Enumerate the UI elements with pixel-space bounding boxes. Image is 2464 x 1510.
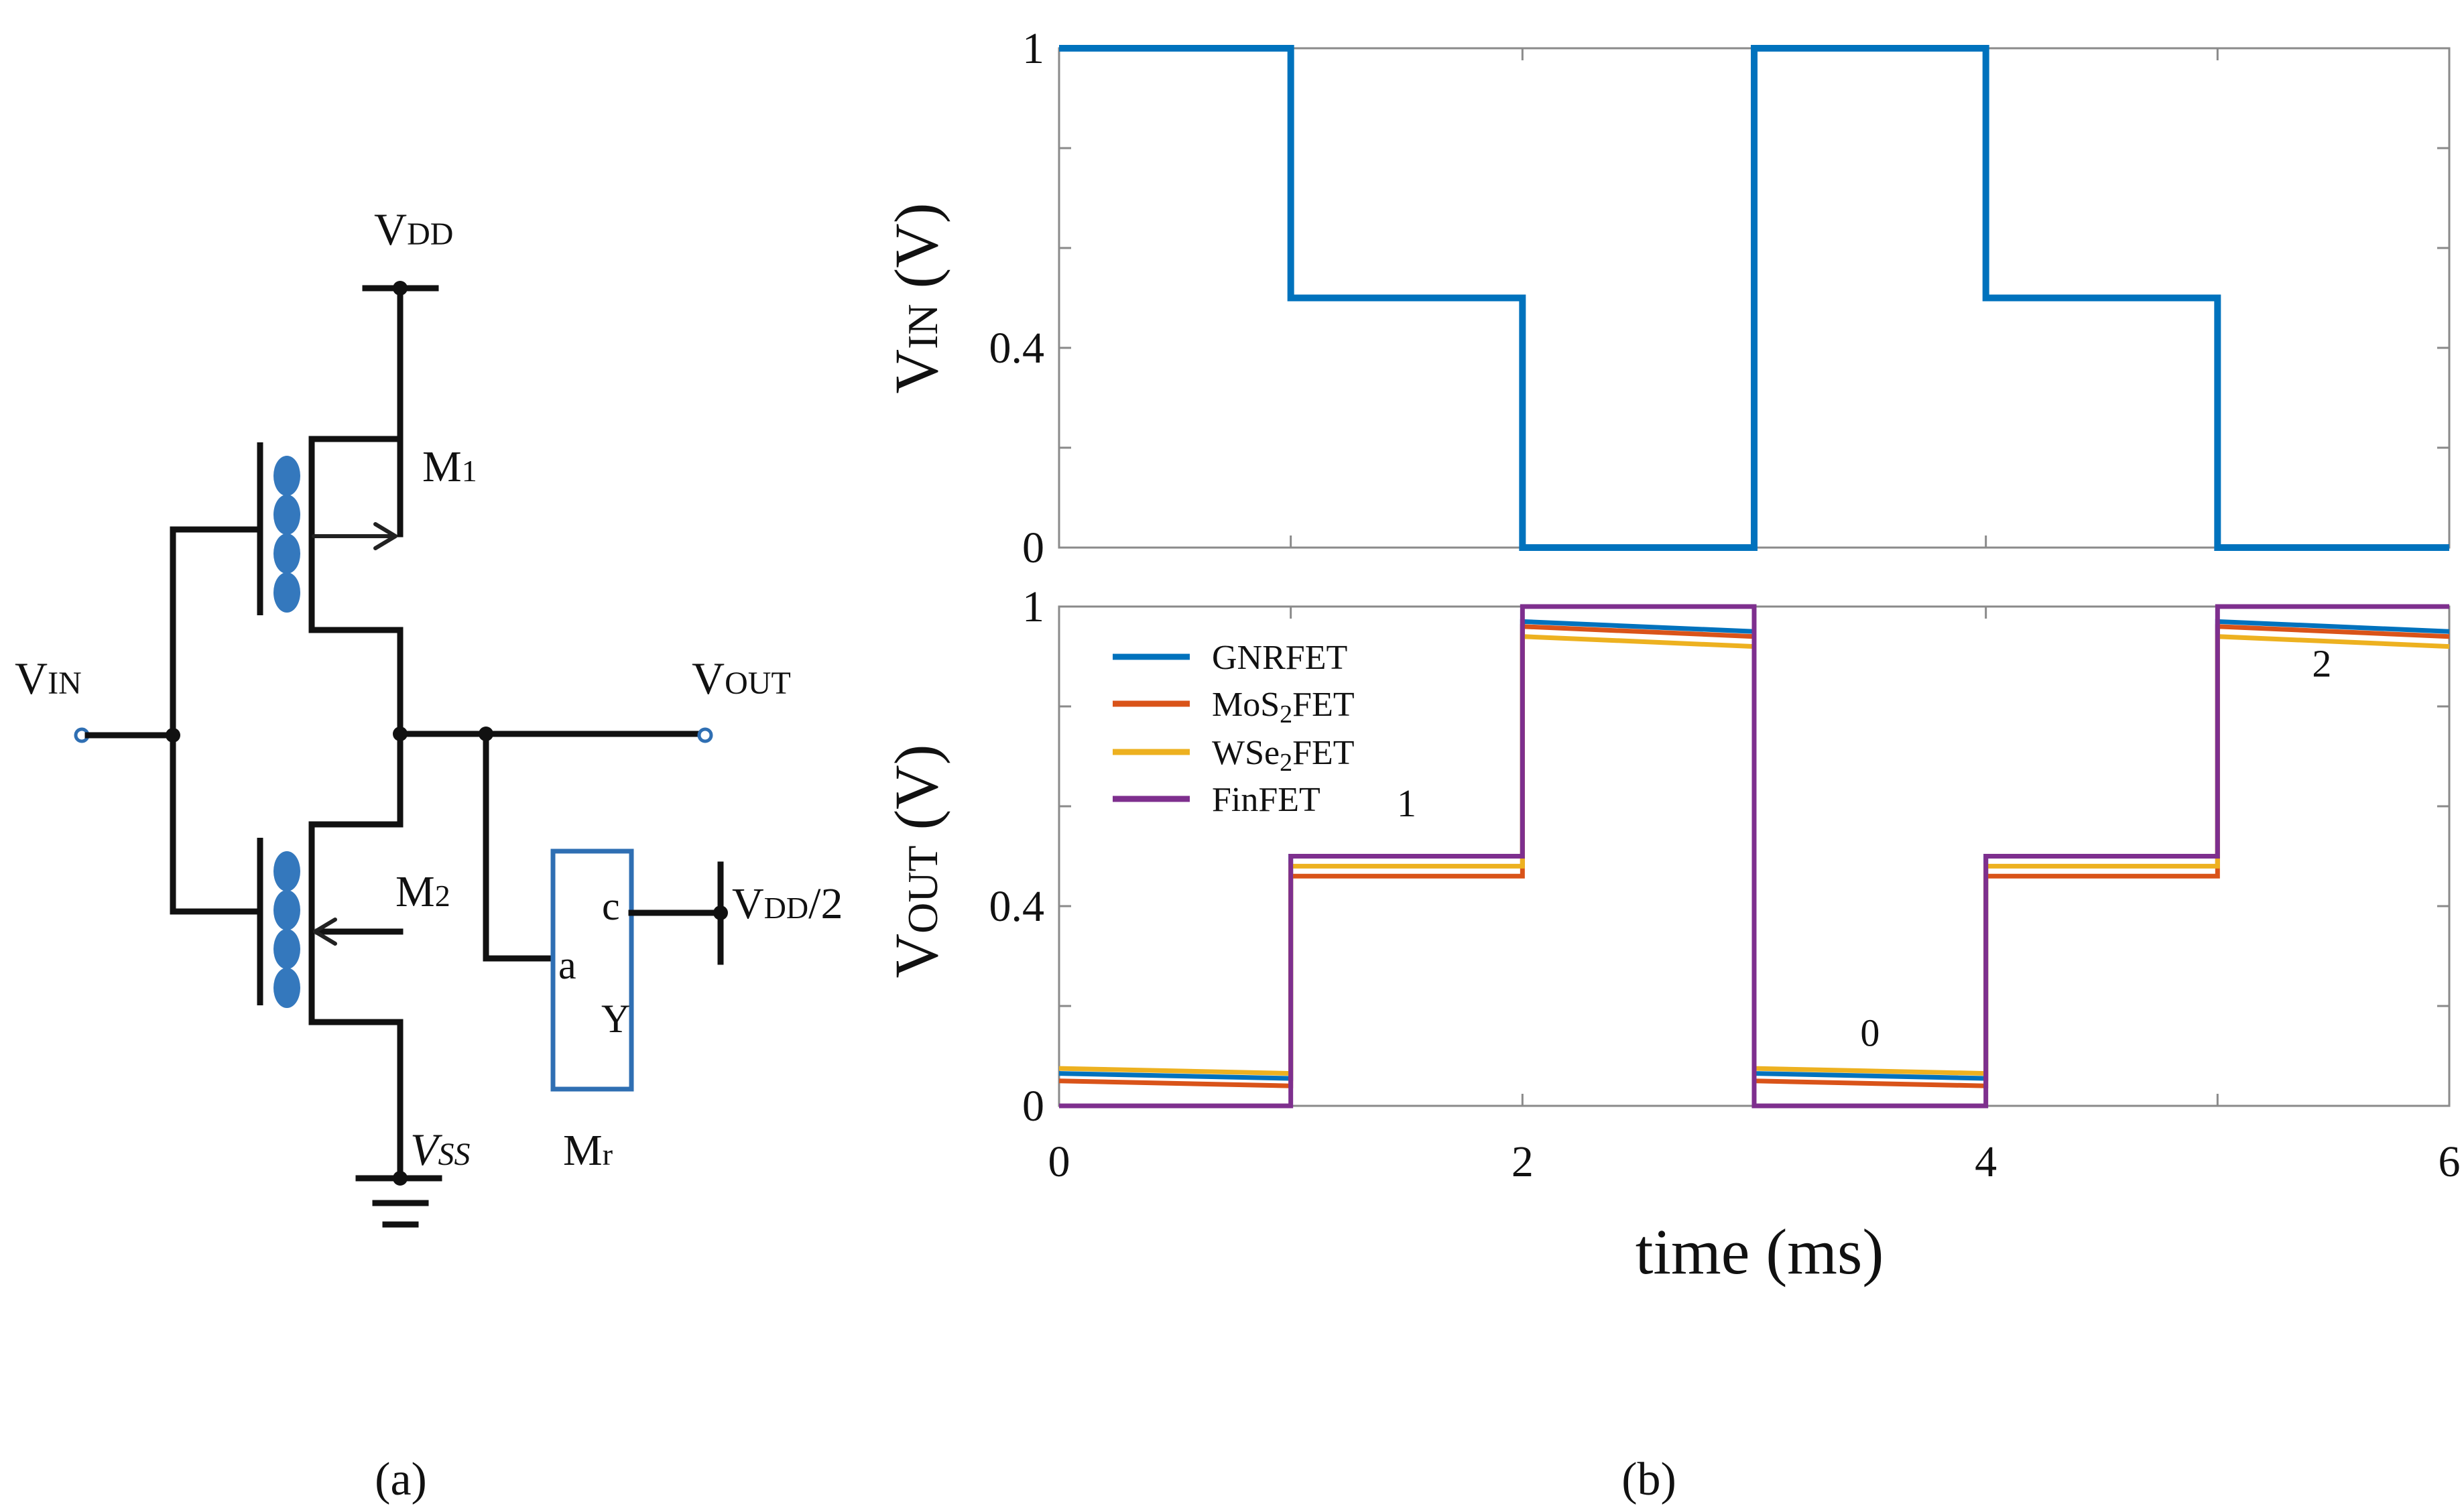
vss-node [393, 1171, 408, 1186]
y-tick-label: 0 [1022, 523, 1044, 572]
legend-label-mos2fet: MoS2FET [1212, 686, 1355, 729]
y-tick-label: 0.4 [989, 324, 1045, 373]
y-tick-label: 1 [1022, 24, 1044, 73]
mr-pin-y: Y [601, 997, 630, 1041]
top-plot-ytick-labels: 00.41 [989, 24, 1045, 572]
bottom-plot-xtick-labels: 0 2 4 6 [1048, 1137, 2461, 1186]
m1-cnt-channel [273, 456, 300, 613]
bottom-ylabel: VOUT (V) [882, 745, 950, 979]
panel-b-caption: (b) [1621, 1454, 1676, 1505]
mr-pin-a: a [558, 943, 576, 987]
legend: GNRFET MoS2FET WSe2FET FinFET [1113, 639, 1355, 819]
bottom-plot-annotations: 1 2 0 [1397, 641, 2331, 1054]
bottom-plot-series [1058, 604, 2450, 1109]
legend-label-wse2fet: WSe2FET [1212, 734, 1355, 777]
mr-pin-c: c [602, 884, 620, 928]
y-tick-label: 1 [1022, 582, 1044, 631]
x-axis-label: time (ms) [1636, 1216, 1884, 1287]
state-annotation: 0 [1860, 1011, 1880, 1055]
state-annotation: 2 [2312, 641, 2331, 685]
legend-wse2fet: WSe2FET [1113, 734, 1355, 777]
vout-label: VOUT [692, 653, 791, 704]
top-ylabel: VIN (V) [882, 203, 950, 394]
vdd2-label: VDD/2 [732, 879, 843, 928]
x-tick-label: 0 [1048, 1137, 1070, 1186]
top-plot-series [1059, 45, 2449, 551]
top-plot: 00.41 VIN (V) [882, 24, 2451, 572]
bottom-plot-ytick-labels: 00.41 [989, 582, 1045, 1131]
series-line-finfet [1059, 604, 2449, 1109]
mr-label: Mr [563, 1126, 613, 1175]
m2-cnt-channel [273, 851, 300, 1008]
circuit-diagram: VDD VIN VOUT VSS M1 M2 Mr VDD/2 a c Y (a… [15, 204, 843, 1505]
legend-label-gnrfet: GNRFET [1212, 639, 1347, 677]
y-tick-label: 0.4 [989, 882, 1045, 931]
x-tick-label: 2 [1512, 1137, 1534, 1186]
legend-gnrfet: GNRFET [1113, 639, 1347, 677]
m1-source-arrow [312, 522, 397, 550]
legend-finfet: FinFET [1113, 781, 1320, 819]
legend-mos2fet: MoS2FET [1113, 686, 1355, 729]
vin-label: VIN [15, 653, 82, 704]
panel-a-caption: (a) [375, 1454, 427, 1505]
state-annotation: 1 [1397, 781, 1416, 825]
m1-label: M1 [422, 442, 477, 491]
vdd-label: VDD [374, 204, 453, 255]
vin-series-line [1059, 45, 2449, 551]
vss-label: VSS [410, 1124, 471, 1175]
mr-block [550, 848, 634, 1092]
m2-label: M2 [395, 867, 450, 916]
x-tick-label: 6 [2439, 1137, 2461, 1186]
x-tick-label: 4 [1975, 1137, 1997, 1186]
y-tick-label: 0 [1022, 1082, 1044, 1131]
m2-source-arrow [313, 918, 337, 946]
vout-terminal [697, 727, 713, 743]
legend-label-finfet: FinFET [1212, 781, 1320, 819]
